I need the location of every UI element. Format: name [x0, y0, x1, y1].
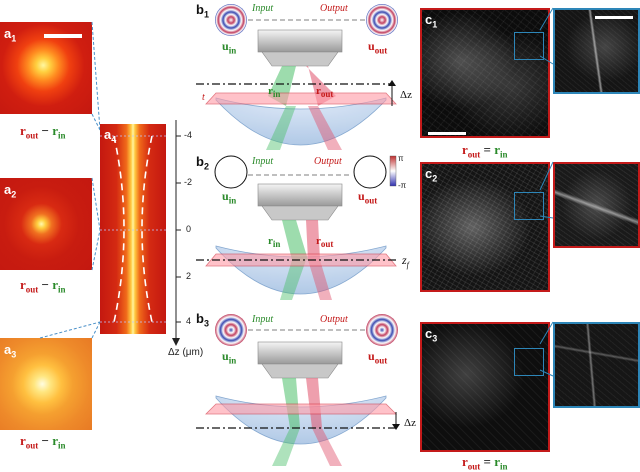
a4-axis: [172, 120, 181, 346]
b1-r-in: rin: [268, 85, 281, 100]
b3-u-in: uin: [222, 349, 237, 366]
b2-diagram: [196, 155, 397, 300]
panel-label-a4: a4: [104, 127, 117, 145]
b2-u-in: uin: [222, 189, 237, 206]
panel-c1-image: [420, 8, 550, 138]
caption-a2: rout − rin: [20, 277, 66, 295]
b3-diagram: [196, 314, 400, 466]
b2-input-label: Input: [252, 156, 274, 167]
b2-pi-pos: π: [398, 154, 404, 163]
b2-u-out: uout: [358, 189, 378, 206]
b3-input-label: Input: [252, 314, 274, 325]
zoom-box: [514, 348, 544, 376]
panel-c3-zoom: [553, 322, 640, 408]
b3-u-out: uout: [368, 349, 388, 366]
panel-a2-image: [0, 178, 92, 270]
panel-label-c2: c2: [425, 166, 438, 184]
panel-c2-image: [420, 162, 550, 292]
panel-c1-zoom: [553, 8, 640, 94]
panel-label-c3: c3: [425, 326, 438, 344]
a4-tick-label: 2: [186, 271, 192, 281]
panel-label-a3: a3: [4, 342, 17, 360]
panel-label-c1: c1: [425, 12, 438, 30]
a4-tick-label: -2: [184, 177, 193, 187]
scale-bar: [44, 34, 82, 38]
b3-delta-z: Δz: [404, 417, 416, 429]
panel-label-b2: b2: [196, 154, 209, 172]
panel-label-a2: a2: [4, 182, 17, 200]
caption-c3: rout = rin: [462, 454, 508, 472]
panel-a4-image: [100, 124, 166, 334]
a4-overlay: [100, 135, 166, 323]
caption-a3: rout − rin: [20, 433, 66, 451]
b1-delta-z: Δz: [400, 89, 412, 101]
b2-z-f: zf: [402, 253, 409, 270]
b1-diagram: [196, 4, 398, 150]
b2-output-label: Output: [314, 156, 342, 167]
b1-u-in: uin: [222, 39, 237, 56]
b2-r-in: rin: [268, 235, 281, 250]
zoom-box: [514, 32, 544, 60]
b1-input-label: Input: [252, 3, 274, 14]
b2-r-out: rout: [316, 235, 334, 250]
panel-label-a1: a1: [4, 26, 17, 44]
a4-tick-label: 0: [186, 224, 192, 234]
panel-c3-image: [420, 322, 550, 452]
panel-c2-zoom: [553, 162, 640, 248]
c3-connector: [539, 321, 554, 377]
caption-a1: rout − rin: [20, 123, 66, 141]
b3-output-label: Output: [320, 314, 348, 325]
panel-label-b3: b3: [196, 311, 209, 329]
b1-t-label: t: [202, 92, 205, 103]
panel-a3-image: [0, 338, 92, 430]
b2-pi-neg: -π: [398, 181, 407, 190]
caption-c1: rout = rin: [462, 142, 508, 160]
scale-bar: [595, 16, 633, 19]
panel-label-b1: b1: [196, 2, 209, 20]
c2-connector: [539, 161, 554, 219]
b1-output-label: Output: [320, 3, 348, 14]
a4-axis-label: Δz (μm): [168, 347, 204, 358]
b1-u-out: uout: [368, 39, 388, 56]
panel-a1-image: [0, 22, 92, 114]
a4-tick-label: -4: [184, 130, 193, 140]
c1-connector: [539, 7, 554, 65]
a4-tick-label: 4: [186, 316, 192, 326]
scale-bar: [428, 132, 466, 135]
b1-r-out: rout: [316, 85, 334, 100]
zoom-box: [514, 192, 544, 220]
